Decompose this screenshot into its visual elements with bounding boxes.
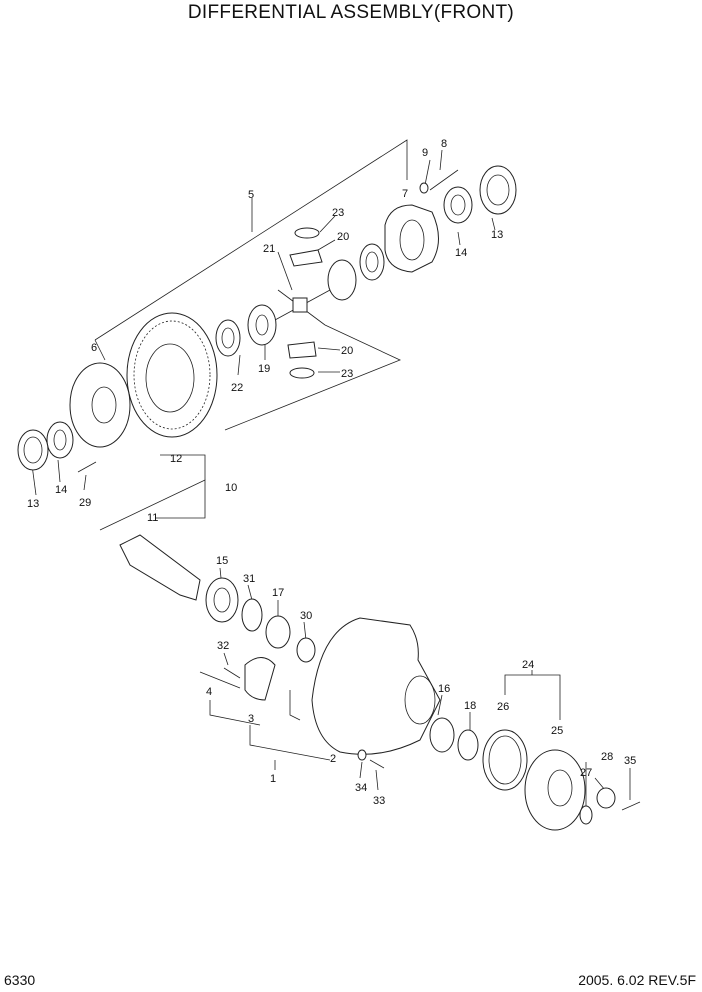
callout-10: 10 [225, 482, 237, 494]
thrust-washer-22 [215, 319, 241, 357]
callout-20-lower: 20 [341, 345, 353, 357]
leader-lines [31, 149, 606, 810]
callout-21: 21 [263, 243, 275, 255]
callout-35: 35 [624, 755, 636, 767]
callout-31: 31 [243, 573, 255, 585]
thrust-washer-upper [359, 243, 385, 281]
callout-9: 9 [422, 147, 428, 159]
page-title: DIFFERENTIAL ASSEMBLY(FRONT) [187, 2, 515, 23]
drive-pinion-11 [119, 534, 201, 601]
bearing-cup-13-upper [479, 165, 517, 215]
bolt-29 [77, 461, 97, 473]
callout-11: 11 [147, 512, 158, 524]
side-gear-19 [247, 304, 277, 346]
callout-13-lower: 13 [27, 498, 39, 510]
pin-32 [223, 667, 241, 679]
bearing-16 [429, 717, 455, 753]
callout-24: 24 [522, 659, 534, 671]
page-number: 6330 [4, 972, 36, 988]
dust-cover-26 [482, 729, 528, 791]
callout-8: 8 [441, 138, 447, 150]
callout-28: 28 [601, 751, 613, 763]
callout-3: 3 [248, 713, 254, 725]
cotter-pin-35 [621, 801, 641, 811]
bearing-15 [205, 577, 239, 623]
bearing-cup-13-lower [17, 429, 49, 471]
callout-16: 16 [438, 683, 450, 695]
revision-date: 2005. 6.02 REV.5F [578, 972, 696, 988]
callout-6: 6 [91, 342, 97, 354]
callout-27: 27 [580, 767, 592, 779]
callout-26: 26 [497, 701, 509, 713]
callout-14-lower: 14 [55, 484, 67, 496]
carrier-housing-2 [311, 617, 441, 755]
washer-34 [357, 749, 367, 761]
pinion-20-lower [287, 341, 317, 359]
parts [17, 165, 641, 831]
callout-13-upper: 13 [491, 229, 503, 241]
callout-32: 32 [217, 640, 229, 652]
ring-gear-12 [126, 312, 218, 438]
callout-14-upper: 14 [455, 247, 467, 259]
nut-28 [596, 787, 616, 809]
washer-23-lower [289, 367, 315, 379]
callout-34: 34 [355, 782, 367, 794]
bearing-17 [265, 615, 291, 649]
assembly-lines [94, 139, 631, 800]
callout-1: 1 [270, 773, 276, 785]
callout-labels: 1 2 3 4 5 6 7 8 9 10 11 12 13 13 14 14 1… [27, 138, 636, 807]
washer-9 [419, 182, 429, 194]
callout-7: 7 [402, 188, 408, 200]
seal-18 [457, 729, 479, 761]
callout-20-upper: 20 [337, 231, 349, 243]
callout-19: 19 [258, 363, 270, 375]
differential-case-7 [384, 204, 439, 273]
o-ring-30 [296, 637, 316, 663]
flange-25 [524, 749, 586, 831]
callout-18: 18 [464, 700, 476, 712]
callout-25: 25 [551, 725, 563, 737]
bearing-cap-3 [244, 657, 276, 701]
callout-23-lower: 23 [341, 368, 353, 380]
bolt-33 [369, 759, 385, 769]
bolt-8 [429, 169, 459, 191]
callout-30: 30 [300, 610, 312, 622]
callout-17: 17 [272, 587, 284, 599]
callout-29: 29 [79, 497, 91, 509]
bearing-cone-14-upper [443, 186, 473, 224]
callout-5: 5 [248, 189, 254, 201]
callout-12: 12 [170, 453, 182, 465]
differential-case-6 [69, 362, 131, 448]
callout-2: 2 [330, 753, 336, 765]
bearing-cone-14-lower [46, 421, 74, 459]
side-gear-right [327, 259, 357, 301]
washer-27 [579, 805, 593, 825]
callout-23-upper: 23 [332, 207, 344, 219]
callout-33: 33 [373, 795, 385, 807]
pinion-20-upper [289, 249, 323, 267]
callout-22: 22 [231, 382, 243, 394]
ring-31 [241, 598, 263, 632]
callout-15: 15 [216, 555, 228, 567]
washer-23-upper [294, 227, 320, 239]
bolt-4 [199, 671, 241, 689]
callout-4: 4 [206, 686, 212, 698]
